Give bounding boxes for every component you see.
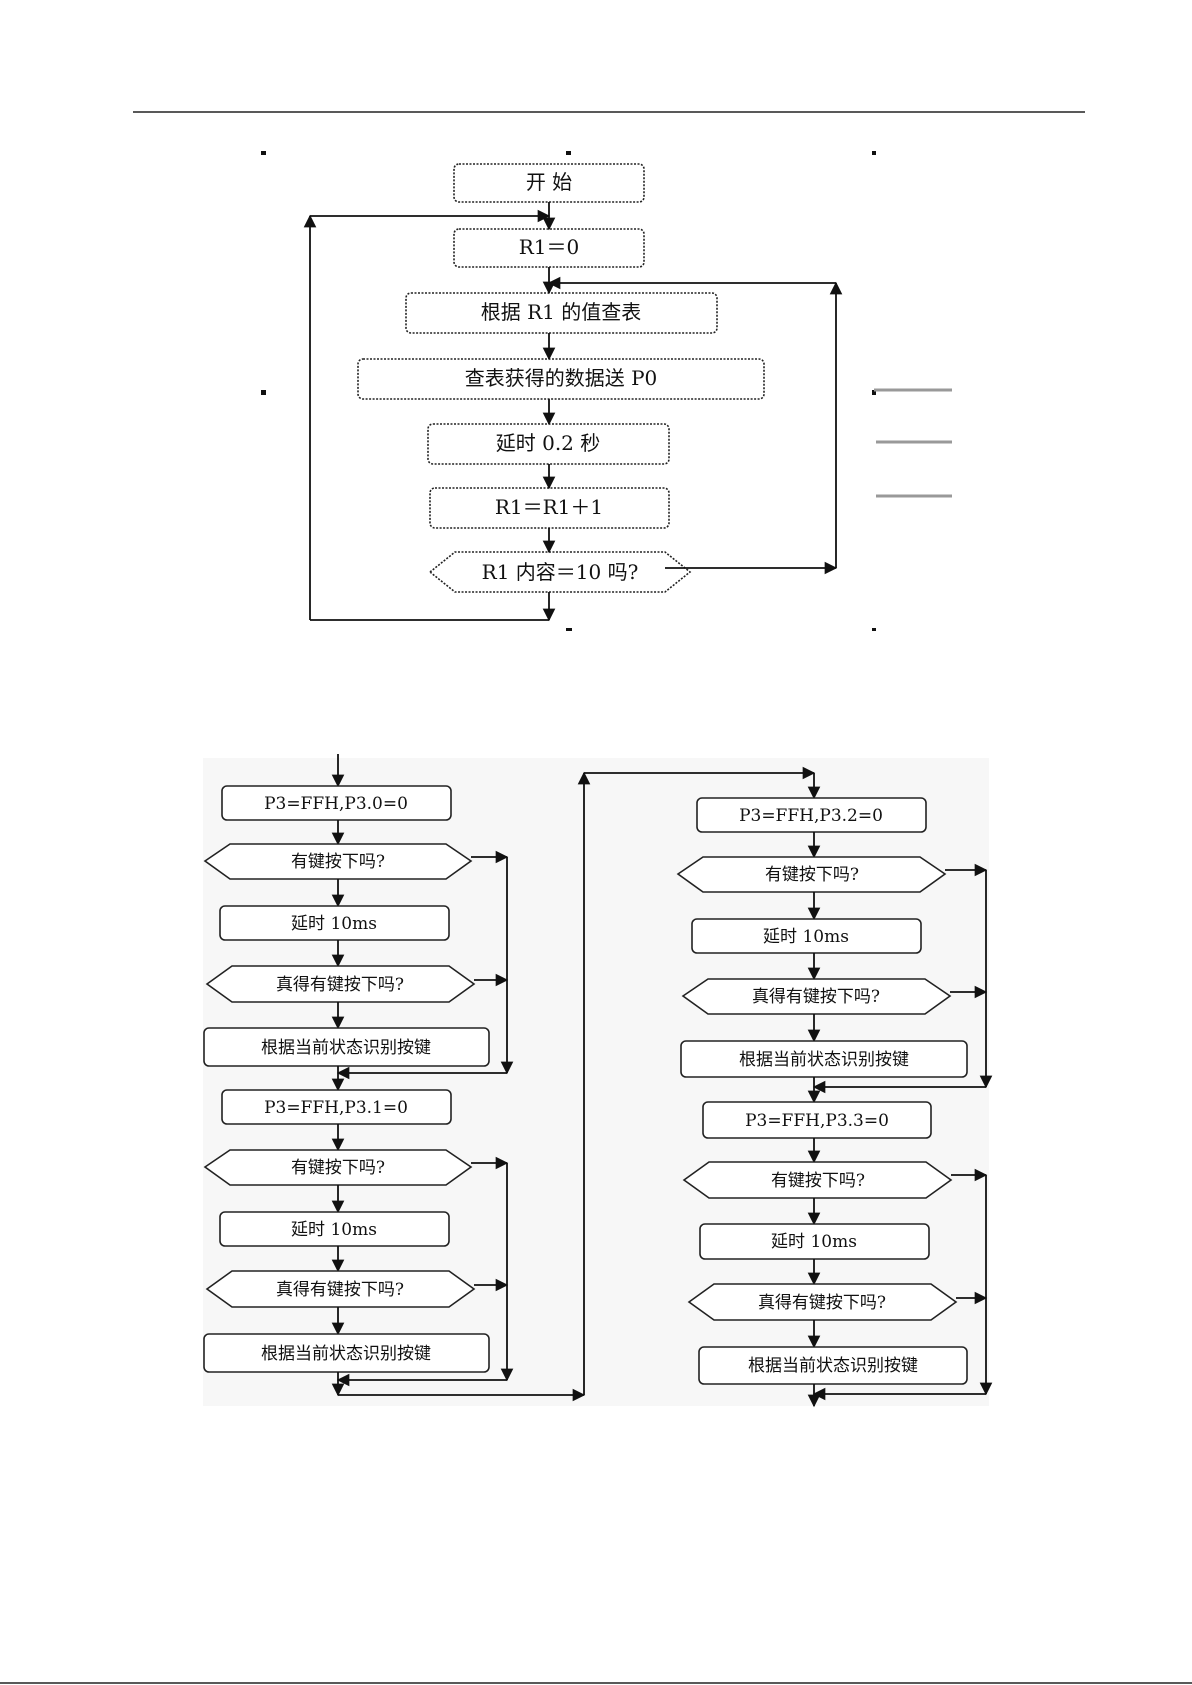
scan-mark: [872, 628, 876, 631]
flowchart-1: 开 始 R1＝0 根据 R1 的值查表 查表获得的数据送 P0 延时 0.2 秒…: [258, 151, 952, 637]
scan-mark: [872, 151, 876, 155]
identify-label: 根据当前状态识别按键: [261, 1038, 431, 1058]
confirm-label: 真得有键按下吗?: [758, 1293, 886, 1313]
delay-label: 延时 10ms: [291, 914, 377, 934]
scan-label: P3=FFH,P3.3=0: [745, 1111, 889, 1131]
scan-label: P3=FFH,P3.1=0: [264, 1098, 408, 1118]
scan-label: P3=FFH,P3.2=0: [739, 806, 883, 826]
decision-label: R1 内容＝10 吗?: [482, 560, 639, 584]
identify-label: 根据当前状态识别按键: [261, 1344, 431, 1364]
scan-mark: [261, 390, 266, 395]
flowchart-2: P3=FFH,P3.0=0 有键按下吗? 延时 10ms 真得有键按下吗? 根据…: [203, 754, 989, 1406]
scan-mark: [566, 151, 571, 155]
lookup-label: 根据 R1 的值查表: [481, 300, 642, 324]
send-label: 查表获得的数据送 P0: [465, 366, 658, 390]
identify-label: 根据当前状态识别按键: [748, 1356, 918, 1376]
pressed-label: 有键按下吗?: [771, 1171, 865, 1191]
scan-mark: [258, 627, 353, 637]
pressed-label: 有键按下吗?: [291, 852, 385, 872]
identify-label: 根据当前状态识别按键: [739, 1050, 909, 1070]
confirm-label: 真得有键按下吗?: [752, 987, 880, 1007]
delay-label: 延时 10ms: [771, 1232, 857, 1252]
delay-label: 延时 10ms: [291, 1220, 377, 1240]
init-label: R1＝0: [519, 235, 580, 259]
delay-label: 延时 0.2 秒: [496, 431, 601, 455]
confirm-label: 真得有键按下吗?: [276, 975, 404, 995]
delay-label: 延时 10ms: [763, 927, 849, 947]
pressed-label: 有键按下吗?: [291, 1158, 385, 1178]
start-label: 开 始: [526, 170, 572, 194]
confirm-label: 真得有键按下吗?: [276, 1280, 404, 1300]
pressed-label: 有键按下吗?: [765, 865, 859, 885]
scan-label: P3=FFH,P3.0=0: [264, 794, 408, 814]
scan-mark: [566, 628, 572, 631]
scan-mark: [261, 151, 266, 155]
increment-label: R1＝R1＋1: [495, 495, 603, 519]
